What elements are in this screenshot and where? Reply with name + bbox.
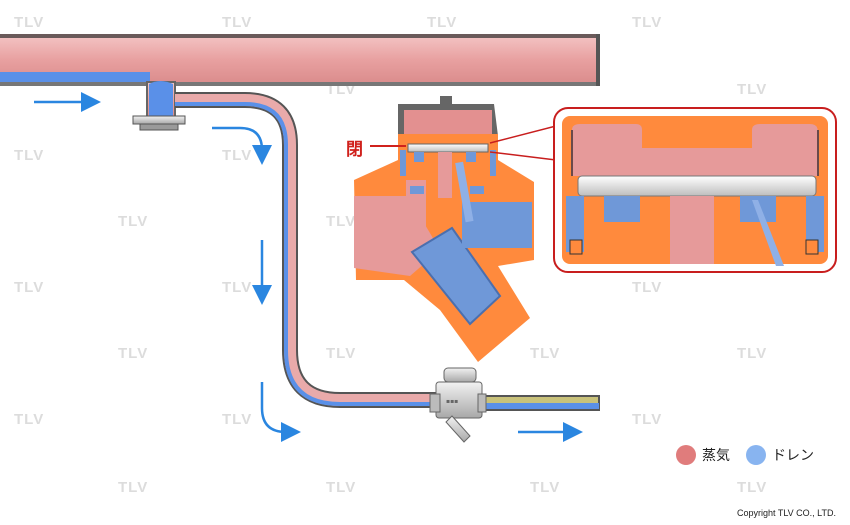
svg-text:TLV: TLV — [326, 479, 356, 496]
svg-text:TLV: TLV — [737, 345, 767, 362]
svg-text:TLV: TLV — [222, 14, 252, 31]
legend-dot-steam — [676, 445, 696, 465]
svg-text:TLV: TLV — [118, 345, 148, 362]
svg-text:TLV: TLV — [530, 479, 560, 496]
svg-text:TLV: TLV — [737, 479, 767, 496]
legend-dot-condensate — [746, 445, 766, 465]
copyright-text: Copyright TLV CO., LTD. — [736, 508, 836, 518]
steam-main-pipe — [0, 34, 600, 86]
condensate-line — [175, 92, 600, 411]
svg-text:TLV: TLV — [14, 279, 44, 296]
flow-arrows — [34, 92, 583, 442]
drip-pocket — [132, 81, 186, 131]
svg-text:TLV: TLV — [737, 81, 767, 98]
svg-text:TLV: TLV — [222, 147, 252, 164]
svg-text:TLV: TLV — [222, 411, 252, 428]
legend: 蒸気 ドレン — [676, 445, 830, 465]
inline-steam-trap: ▪▪▪ — [429, 367, 487, 443]
svg-text:TLV: TLV — [632, 279, 662, 296]
svg-text:TLV: TLV — [14, 147, 44, 164]
closed-label: 閉 — [346, 140, 363, 160]
legend-item-condensate: ドレン — [746, 445, 814, 465]
legend-label-steam: 蒸気 — [702, 448, 730, 464]
svg-text:TLV: TLV — [427, 14, 457, 31]
callout-connector — [489, 125, 557, 161]
svg-text:TLV: TLV — [326, 345, 356, 362]
svg-text:TLV: TLV — [14, 411, 44, 428]
svg-text:TLV: TLV — [632, 14, 662, 31]
trap-cross-section — [354, 96, 534, 362]
disc-closeup-callout — [553, 107, 837, 273]
svg-text:TLV: TLV — [118, 479, 148, 496]
svg-text:TLV: TLV — [326, 213, 356, 230]
svg-text:TLV: TLV — [530, 345, 560, 362]
svg-text:TLV: TLV — [632, 411, 662, 428]
legend-label-condensate: ドレン — [772, 448, 814, 464]
svg-text:TLV: TLV — [222, 279, 252, 296]
svg-text:▪▪▪: ▪▪▪ — [446, 398, 458, 405]
svg-text:TLV: TLV — [14, 14, 44, 31]
legend-item-steam: 蒸気 — [676, 445, 730, 465]
svg-text:TLV: TLV — [118, 213, 148, 230]
